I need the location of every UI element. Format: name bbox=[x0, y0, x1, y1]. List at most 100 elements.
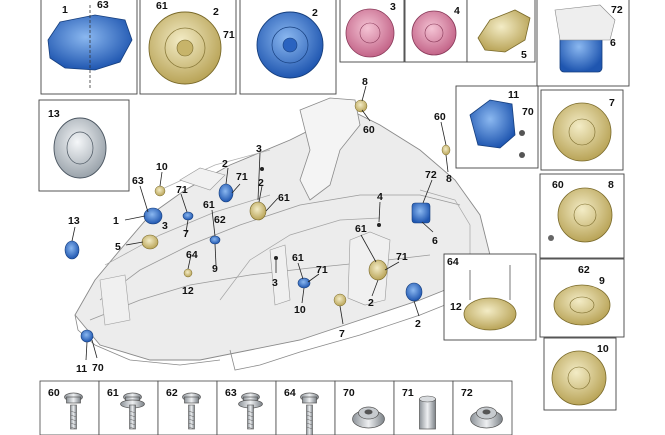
callout-2: 2 bbox=[415, 318, 421, 330]
speaker-gold-7b bbox=[333, 293, 347, 307]
speaker-gold-5 bbox=[141, 234, 159, 250]
callout-10: 10 bbox=[156, 161, 168, 173]
box-label: 62 bbox=[578, 264, 590, 276]
speaker-gold-3a bbox=[249, 201, 267, 221]
box-label: 72 bbox=[611, 4, 623, 16]
box-label: 61 bbox=[156, 0, 168, 12]
fastener-cell-62[interactable]: 62 bbox=[157, 380, 218, 435]
clip-nut-icon bbox=[419, 395, 436, 430]
callout-9: 9 bbox=[212, 263, 218, 275]
svg-text:70: 70 bbox=[522, 106, 534, 118]
inset-box-7[interactable]: 7 bbox=[540, 89, 624, 171]
callout-2: 2 bbox=[258, 177, 264, 189]
inset-box-2[interactable]: 2 bbox=[239, 0, 337, 95]
fastener-cell-70[interactable]: 70 bbox=[334, 380, 395, 435]
callout-4: 4 bbox=[377, 191, 383, 203]
fastener-label: 72 bbox=[461, 387, 473, 399]
callout-71: 71 bbox=[316, 264, 328, 276]
fastener-cell-72[interactable]: 72 bbox=[452, 380, 513, 435]
speaker-7-drawing bbox=[552, 102, 612, 162]
fastener-label: 62 bbox=[166, 387, 178, 399]
fastener-cell-63[interactable]: 63 bbox=[216, 380, 277, 435]
inset-box-72[interactable]: 72 6 bbox=[536, 0, 630, 87]
inset-box-61[interactable]: 61 2 71 bbox=[139, 0, 237, 95]
callout-2: 2 bbox=[368, 297, 374, 309]
fastener-cell-61[interactable]: 61 bbox=[98, 380, 159, 435]
svg-text:1: 1 bbox=[62, 4, 68, 16]
washer-screw-icon bbox=[238, 392, 263, 430]
callout-62: 62 bbox=[214, 214, 226, 226]
tweeter-pink-drawing bbox=[411, 10, 457, 56]
callout-3: 3 bbox=[272, 277, 278, 289]
callout-13: 13 bbox=[68, 215, 80, 227]
inset-box-11[interactable]: 11 70 bbox=[455, 85, 539, 169]
bolt-dot bbox=[377, 223, 381, 227]
callout-12: 12 bbox=[182, 285, 194, 297]
box-label: 64 bbox=[447, 256, 459, 268]
fastener-label: 61 bbox=[107, 387, 119, 399]
inset-box-10[interactable]: 10 bbox=[543, 337, 617, 411]
inset-box-63[interactable]: 63 1 bbox=[40, 0, 138, 95]
box-label: 7 bbox=[609, 97, 615, 109]
callout-3: 3 bbox=[162, 220, 168, 232]
inset-box-9[interactable]: 62 9 bbox=[539, 258, 625, 338]
svg-text:6: 6 bbox=[610, 37, 616, 49]
svg-text:9: 9 bbox=[599, 275, 605, 287]
speaker-blue-11 bbox=[80, 329, 94, 343]
callout-8: 8 bbox=[446, 173, 452, 185]
speaker-8-drawing bbox=[557, 187, 613, 243]
callout-1: 1 bbox=[113, 215, 119, 227]
callout-3: 3 bbox=[256, 143, 262, 155]
callout-7: 7 bbox=[339, 328, 345, 340]
callout-60: 60 bbox=[363, 124, 375, 136]
callout-61: 61 bbox=[292, 252, 304, 264]
tweeter-pink-drawing bbox=[345, 8, 395, 58]
flange-bolt-icon bbox=[120, 392, 145, 430]
fastener-label: 71 bbox=[402, 387, 414, 399]
speaker-blue-2d bbox=[405, 282, 423, 302]
fastener-cell-71[interactable]: 71 bbox=[393, 380, 454, 435]
hex-bolt-icon bbox=[64, 392, 83, 430]
callout-61: 61 bbox=[355, 223, 367, 235]
callout-71: 71 bbox=[396, 251, 408, 263]
inset-box-12[interactable]: 64 12 bbox=[443, 253, 537, 341]
callouts: 8 60 60 8 10 71 2 71 3 2 61 63 1 3 5 7 6… bbox=[68, 76, 452, 375]
svg-text:12: 12 bbox=[450, 301, 462, 313]
fastener-cell-60[interactable]: 60 bbox=[39, 380, 100, 435]
speaker-9-drawing bbox=[553, 284, 611, 326]
svg-text:71: 71 bbox=[223, 29, 235, 41]
callout-60: 60 bbox=[434, 111, 446, 123]
bolt-dot bbox=[274, 256, 278, 260]
inset-box-4[interactable]: 4 bbox=[404, 0, 468, 63]
svg-text:2: 2 bbox=[213, 6, 219, 18]
box-label: 3 bbox=[390, 1, 396, 13]
tweeter-8b bbox=[441, 144, 451, 156]
fastener-cell-64[interactable]: 64 bbox=[275, 380, 336, 435]
speaker-blue-2a bbox=[218, 183, 234, 203]
clip-part-12 bbox=[183, 268, 193, 278]
fastener-label: 64 bbox=[284, 387, 296, 399]
callout-10: 10 bbox=[294, 304, 306, 316]
speaker-gold-2c bbox=[368, 259, 388, 281]
tweeter-8a bbox=[354, 99, 368, 113]
amplifier-6 bbox=[411, 202, 431, 224]
fastener-strip: 60 61 62 63 64 70 71 72 bbox=[39, 380, 513, 435]
callout-7: 7 bbox=[183, 228, 189, 240]
fastener-label: 63 bbox=[225, 387, 237, 399]
box-label: 10 bbox=[597, 343, 609, 355]
inset-box-13[interactable]: 13 bbox=[38, 99, 130, 192]
speaker-12-drawing bbox=[463, 297, 517, 331]
fastener-label: 70 bbox=[343, 387, 355, 399]
box-label: 2 bbox=[312, 7, 318, 19]
inset-box-3[interactable]: 3 bbox=[339, 0, 405, 63]
callout-6: 6 bbox=[432, 235, 438, 247]
leader-lines bbox=[71, 85, 449, 361]
callout-2: 2 bbox=[222, 158, 228, 170]
callout-61: 61 bbox=[203, 199, 215, 211]
inset-box-8[interactable]: 8 60 bbox=[539, 173, 625, 259]
speaker-blue-10b bbox=[297, 277, 311, 289]
clip-part-71 bbox=[182, 211, 194, 221]
inset-box-5[interactable]: 5 bbox=[466, 0, 536, 63]
box-label: 11 bbox=[508, 89, 519, 101]
